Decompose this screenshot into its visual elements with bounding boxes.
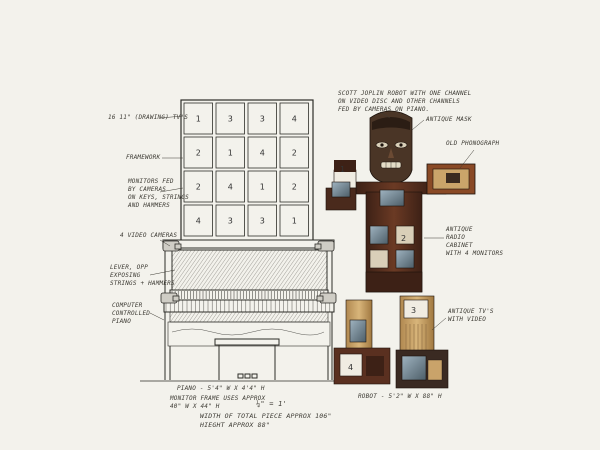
monitor-cell-number: 4 <box>292 115 297 124</box>
annotation-piano-size: piano - 5'4" w x 4'4" H <box>177 385 265 392</box>
monitor-cell-number: 2 <box>196 183 201 192</box>
camera-icon <box>160 292 180 304</box>
monitor-cell-number: 3 <box>228 217 233 226</box>
annotation-lever: lever, opp exposing strings + hammers <box>110 264 175 288</box>
monitor-grid-cells: 1 3 3 4 2 1 4 2 2 4 1 2 4 3 3 1 <box>183 102 309 237</box>
annotation-framework: framework <box>126 154 161 161</box>
monitor-cell-number: 4 <box>228 183 233 192</box>
monitor-cell <box>279 102 309 135</box>
leader-lines <box>149 111 475 331</box>
annotation-tv-video: antique TV's with video <box>448 308 494 324</box>
annotation-radio: antique radio cabinet with 4 monitors <box>446 226 504 258</box>
video-camera-icons <box>160 240 337 304</box>
annotation-computer-piano: computer controlled piano <box>112 302 151 326</box>
monitor-cell <box>247 136 277 169</box>
camera-icon <box>316 292 337 304</box>
annotation-robot-description: Scott Joplin robot with one channel on v… <box>338 90 472 114</box>
monitor-cell <box>247 102 277 135</box>
monitor-cell <box>215 102 245 135</box>
monitor-cell-number: 3 <box>228 115 233 124</box>
monitor-cell-number: 2 <box>292 149 297 158</box>
monitor-cell-number: 2 <box>292 183 297 192</box>
monitor-cell <box>279 204 309 237</box>
monitor-cell <box>247 204 277 237</box>
monitor-cell-number: 3 <box>260 217 265 226</box>
monitor-cell <box>183 170 213 203</box>
monitor-cell <box>183 102 213 135</box>
monitor-cell <box>183 136 213 169</box>
annotation-monitor-frame: monitor frame uses approx 40" w x 44" H <box>170 395 266 411</box>
annotation-width-height: width of total piece approx 106" hieght … <box>200 412 332 429</box>
robot-tv-number: 1 <box>340 165 345 174</box>
monitor-cell <box>247 170 277 203</box>
annotation-phonograph: old phonograph <box>446 140 500 147</box>
monitor-cell-number: 1 <box>196 115 201 124</box>
piano-drawing <box>140 239 345 382</box>
annotation-scale: ¼" = 1' <box>256 400 287 408</box>
monitor-cell <box>183 204 213 237</box>
torso-monitors <box>369 225 415 269</box>
monitor-cell-number: 1 <box>292 217 297 226</box>
monitor-cell-number: 4 <box>260 149 265 158</box>
monitor-cell-number: 2 <box>196 149 201 158</box>
robot-tv-number: 3 <box>411 306 416 315</box>
annotation-mask: antique mask <box>426 116 472 123</box>
annotation-robot-size: robot - 5'2" w x 88" H <box>358 393 442 400</box>
antique-mask <box>369 110 413 185</box>
monitor-cell <box>215 204 245 237</box>
camera-icon <box>162 240 182 252</box>
chest-monitor <box>379 189 405 207</box>
camera-icon <box>314 240 335 252</box>
monitor-cell <box>215 136 245 169</box>
annotation-tvs: 16 11" (drawing) TV's <box>108 114 189 121</box>
scott-joplin-robot <box>325 110 476 389</box>
monitor-cell <box>215 170 245 203</box>
monitor-cell <box>279 136 309 169</box>
robot-tv-number: 2 <box>401 234 406 243</box>
monitor-cell <box>279 170 309 203</box>
monitor-cell-number: 4 <box>196 217 201 226</box>
monitor-cell-number: 1 <box>228 149 233 158</box>
annotation-video-cameras: 4 video cameras <box>120 232 178 239</box>
annotation-monitors: monitors fed by cameras on keys, strings… <box>128 178 189 210</box>
robot-tv-number: 4 <box>348 363 353 372</box>
monitor-cell-number: 3 <box>260 115 265 124</box>
robot-tv-numbers: 1 2 3 4 <box>340 165 416 372</box>
monitor-cell-number: 1 <box>260 183 265 192</box>
